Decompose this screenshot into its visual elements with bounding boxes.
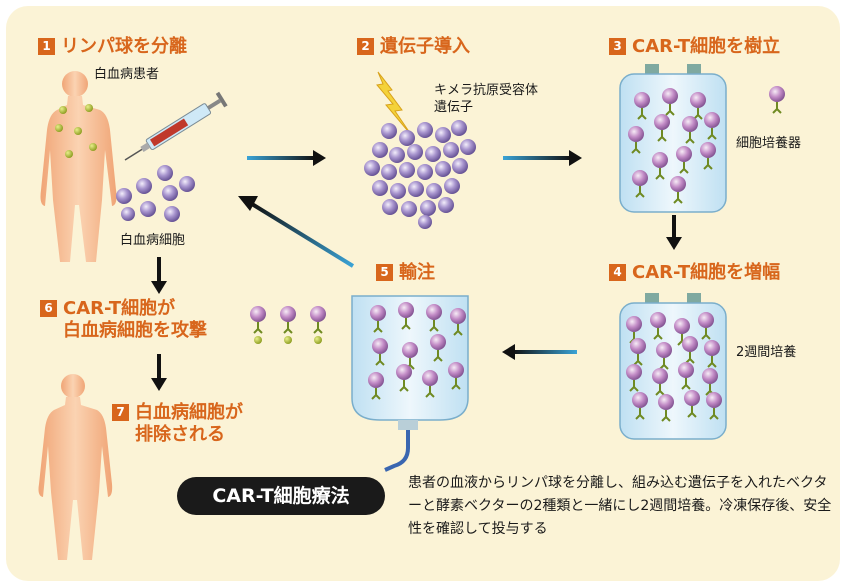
patient-label: 白血病患者 [94,67,160,82]
arrow-step4-to-step5 [502,344,577,360]
culture-vessel-establish [619,64,727,213]
step-2-number: 2 [357,38,374,55]
single-car-t-cell [768,85,786,114]
lymphocyte-cluster [364,120,476,229]
step-3-title: 3 CAR-T細胞を樹立 [609,36,780,58]
step-5-number: 5 [376,264,393,281]
arrow-down-to-step6 [151,257,167,294]
step-7-title: 7 白血病細胞が 排除される [112,402,243,446]
step-6-line-1: CAR-T細胞が [63,298,176,319]
step-4-label: CAR-T細胞を増幅 [632,262,781,283]
gene-label-line-1: キメラ抗原受容体 [434,83,539,98]
step-2-label: 遺伝子導入 [380,36,470,57]
culture-vessel-expand [619,293,727,440]
step-5-title: 5 輸注 [376,262,435,284]
leukemia-cells-cluster [116,165,195,222]
leukemia-cells-label: 白血病細胞 [120,233,186,248]
step-4-title: 4 CAR-T細胞を増幅 [609,262,780,284]
arrow-step3-to-step4 [666,215,682,250]
gene-label-line-2: 遺伝子 [434,100,474,115]
description-text: 患者の血液からリンパ球を分離し、組み込む遺伝子を入れたベクターと酵素ベクターの2… [408,475,832,537]
title-badge: CAR-T細胞療法 [177,477,385,515]
car-t-attack-cells [249,305,327,344]
syringe-icon [124,91,228,161]
step-6-number: 6 [40,300,57,317]
step-6-line-2: 白血病細胞を攻撃 [63,320,207,341]
step-3-label: CAR-T細胞を樹立 [632,36,781,57]
step-2-title: 2 遺伝子導入 [357,36,470,58]
step-7-line-1: 白血病細胞が [135,402,243,423]
arrow-step5-to-patient [238,196,355,268]
step-1-label: リンパ球を分離 [61,36,187,57]
culture-vessel-label: 細胞培養器 [736,136,802,151]
step-7-line-2: 排除される [135,424,225,445]
recovered-patient-figure [38,374,113,560]
step-4-number: 4 [609,264,626,281]
patient-figure [40,71,117,262]
step-6-title: 6 CAR-T細胞が 白血病細胞を攻撃 [40,298,207,342]
infusion-bag [351,295,469,472]
step-7-number: 7 [112,404,129,421]
step-5-label: 輸注 [399,262,435,283]
arrow-down-to-step7 [151,354,167,391]
arrow-step2-to-step3 [503,150,582,166]
step-1-title: 1 リンパ球を分離 [38,36,187,58]
arrow-step1-to-step2 [247,150,326,166]
two-week-culture-label: 2週間培養 [736,345,797,360]
step-3-number: 3 [609,38,626,55]
step-1-number: 1 [38,38,55,55]
